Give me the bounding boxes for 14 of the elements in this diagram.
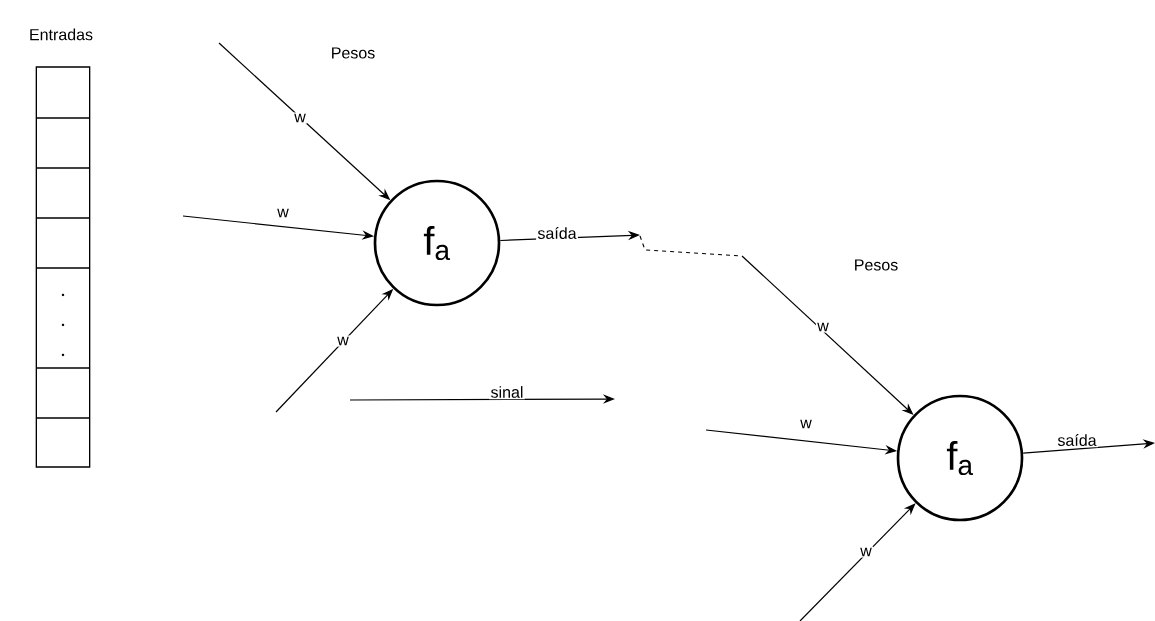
edge-label: w xyxy=(798,418,814,430)
edge-label: w xyxy=(335,335,351,347)
edge-label: saída xyxy=(1056,432,1098,448)
edge-label: w xyxy=(275,207,291,219)
edge-label: w xyxy=(815,321,831,333)
weights-label: Pesos xyxy=(332,47,375,59)
arrow xyxy=(799,503,916,621)
weights-label: Pesos xyxy=(855,259,898,271)
edge-label: w xyxy=(292,112,308,124)
edge-label: w xyxy=(858,546,874,558)
input-column: Entradas xyxy=(30,28,93,468)
edge-label: saída xyxy=(536,225,578,241)
node-label: Entradas xyxy=(30,28,93,41)
arrow-label: sinal xyxy=(489,384,525,400)
